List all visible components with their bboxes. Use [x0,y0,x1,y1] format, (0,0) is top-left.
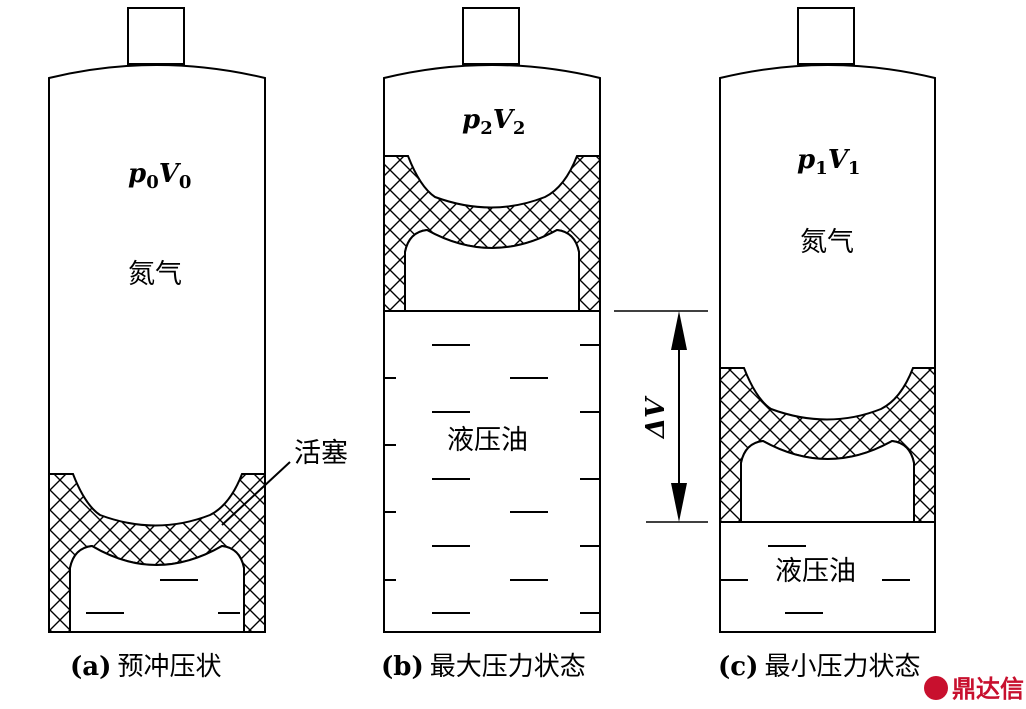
piston-cavity-a [69,544,245,633]
gas-valve-c [797,7,855,65]
gas-state-c: p1V1 [797,145,860,179]
gas-valve-a [127,7,185,65]
panel-a: p0V0 氮气 活塞 (a)预冲压状 [48,7,348,682]
gas-label-c: 氮气 [800,227,854,258]
gas-label-a: 氮气 [128,259,182,290]
watermark-text: 鼎达信 [952,675,1024,703]
delta-v-arrow-up [671,311,687,350]
caption-a: (a)预冲压状 [70,652,221,682]
watermark-logo-icon [924,676,948,700]
piston-callout: 活塞 [294,438,348,469]
caption-b: (b)最大压力状态 [381,652,586,682]
caption-c: (c)最小压力状态 [718,652,920,682]
panel-c: p1V1 氮气 液压油 (c)最小压力状态 [718,7,936,682]
vessel-shell-b [383,64,601,633]
panel-b: p2V2 液压油 (b)最大压力状态 [381,7,601,682]
gas-state-b: p2V2 [462,105,525,139]
oil-dashes-b [384,344,600,614]
delta-v-dimension: ΔV [614,310,708,523]
gas-state-a: p0V0 [128,159,191,193]
piston-cavity-c [740,439,915,523]
oil-label-b: 液压油 [447,425,528,456]
delta-v-arrow-down [671,483,687,522]
oil-label-c: 液压油 [775,556,856,587]
oil-dashes-c [720,545,910,614]
vessel-shell-a [48,64,266,633]
watermark: 鼎达信 [924,675,1024,703]
delta-v-label: ΔV [641,395,671,440]
gas-valve-b [462,7,520,65]
piston-callout-leader [221,461,291,526]
piston-cavity-b [404,228,580,312]
